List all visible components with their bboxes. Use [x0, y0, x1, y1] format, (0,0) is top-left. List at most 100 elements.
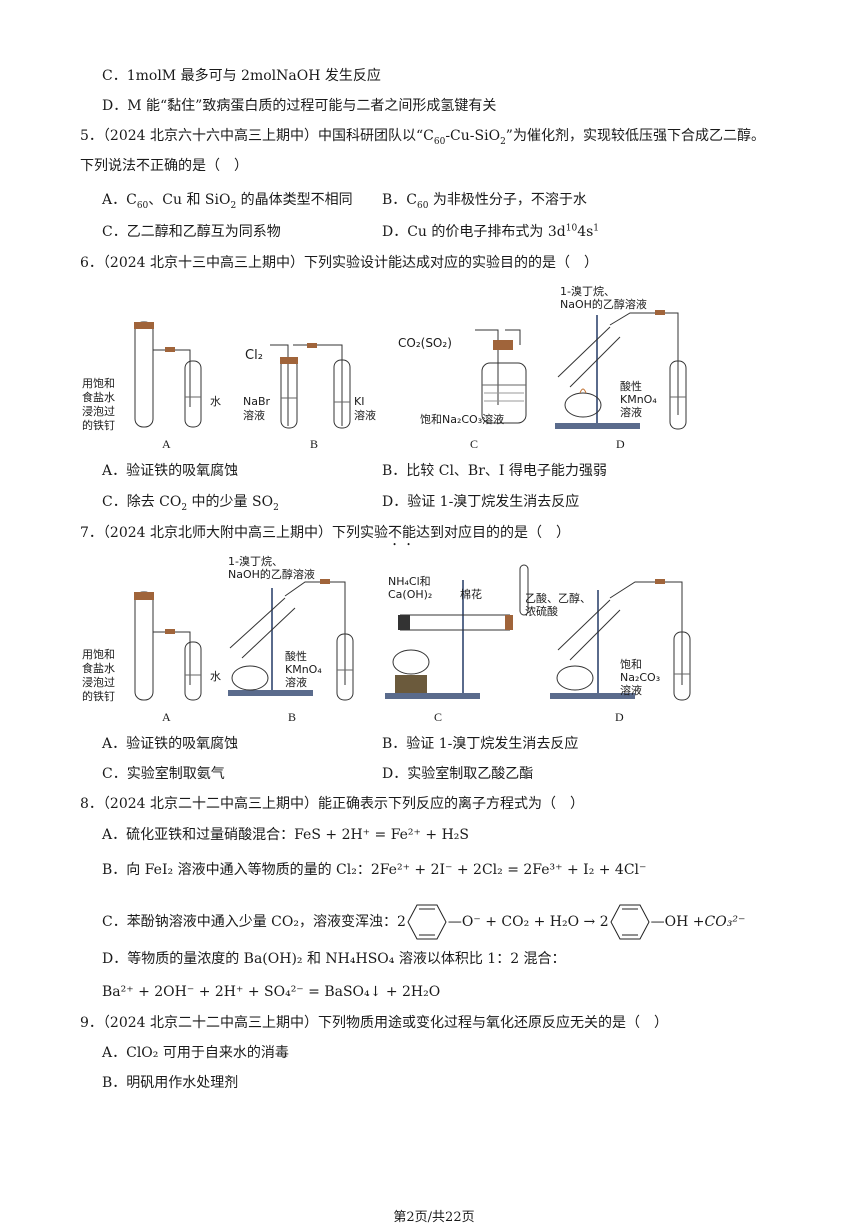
text: KMnO₄ — [285, 663, 322, 676]
text: 溶液 — [620, 406, 642, 419]
q5-stem: 5．（2024 北京六十六中高三上期中）中国科研团队以“C60-Cu-SiO2”… — [80, 127, 765, 147]
q9-option-a: A．ClO₂ 可用于自来水的消毒 — [102, 1045, 289, 1061]
text: 的铁钉 — [82, 690, 115, 703]
q6-a-annotation: 用饱和 食盐水 浸泡过 的铁钉 — [82, 377, 115, 433]
text: A．C — [102, 192, 137, 208]
q7-c-cotton-label: 棉花 — [460, 588, 482, 601]
text: 的晶体类型不相同 — [236, 192, 353, 208]
text: 食盐水 — [82, 662, 115, 675]
q7-stem: 7．（2024 北京北师大附中高三上期中）下列实验不能达到对应目的的是（ ） — [80, 524, 570, 549]
q5-stem-part: 5．（2024 北京六十六中高三上期中）中国科研团队以“C — [80, 128, 434, 144]
q7-a-annotation: 用饱和 食盐水 浸泡过 的铁钉 — [82, 648, 115, 704]
text: 乙酸、乙醇、 — [525, 592, 591, 605]
q8-option-c: C．苯酚钠溶液中通入少量 CO₂，溶液变浑浊：2 —O⁻ + CO₂ + H₂O… — [102, 903, 745, 941]
q6-d-beaker-label: 酸性 KMnO₄ 溶液 — [620, 380, 657, 419]
q6-option-c: C．除去 CO2 中的少量 SO2 — [102, 493, 279, 513]
q4-option-c: C．1molM 最多可与 2molNaOH 发生反应 — [102, 68, 381, 84]
q5-option-a: A．C60、Cu 和 SiO2 的晶体类型不相同 — [102, 191, 353, 211]
q7-c-reagent: NH₄Cl和 Ca(OH)₂ — [388, 575, 432, 601]
text: KMnO₄ — [620, 393, 657, 406]
text: 4s — [577, 224, 594, 240]
q6-b-right-label: KI 溶液 — [354, 395, 376, 423]
q5-stem-sub: 60 — [433, 136, 446, 147]
q7-fig-label-c: C — [434, 710, 443, 724]
page-footer: 第2页/共22页 — [393, 1210, 475, 1225]
text: C．除去 CO — [102, 494, 182, 510]
q8-option-d-line1: D．等物质的量浓度的 Ba(OH)₂ 和 NH₄HSO₄ 溶液以体积比 1：2 … — [102, 951, 566, 967]
carbonate-ion: CO₃²⁻ — [704, 914, 746, 930]
q6-c-gas: CO₂(SO₂) — [398, 336, 452, 350]
text: 溶液 — [285, 676, 307, 689]
q6-option-a: A．验证铁的吸氧腐蚀 — [102, 463, 239, 479]
q7-option-a: A．验证铁的吸氧腐蚀 — [102, 736, 239, 752]
q8-option-a: A．硫化亚铁和过量硝酸混合：FeS + 2H⁺ = Fe²⁺ + H₂S — [102, 827, 469, 843]
q6-stem: 6．（2024 北京十三中高三上期中）下列实验设计能达成对应的实验目的的是（ ） — [80, 255, 598, 271]
text: 1-溴丁烷、 — [560, 285, 615, 298]
q6-b-left-label: NaBr 溶液 — [243, 395, 270, 423]
text: D．Cu 的价电子排布式为 3d — [382, 224, 566, 240]
emphasis-text: 不能 — [388, 525, 416, 541]
q6-option-d: D．验证 1-溴丁烷发生消去反应 — [382, 494, 580, 510]
q5-option-b: B．C60 为非极性分子，不溶于水 — [382, 191, 587, 211]
text: —O⁻ + CO₂ + H₂O → 2 — [447, 914, 609, 930]
q5-option-c: C．乙二醇和乙醇互为同系物 — [102, 224, 281, 240]
text: C．苯酚钠溶液中通入少量 CO₂，溶液变浑浊：2 — [102, 914, 406, 930]
q7-b-beaker-label: 酸性 KMnO₄ 溶液 — [285, 650, 322, 689]
q6-b-gas: Cl₂ — [245, 348, 263, 363]
q6-fig-label-d: D — [616, 437, 625, 451]
text: NH₄Cl和 — [388, 575, 431, 588]
q7-option-b: B．验证 1-溴丁烷发生消去反应 — [382, 736, 579, 752]
q6-fig-label-c: C — [470, 437, 479, 451]
q5-stem-part: -Cu-SiO — [445, 128, 501, 144]
text: —OH + — [650, 914, 705, 930]
sup: 10 — [565, 223, 578, 234]
q5-stem-2: 下列说法不正确的是（ ） — [80, 158, 248, 174]
q6-a-water: 水 — [210, 395, 221, 408]
q5-stem-sub: 2 — [500, 136, 506, 147]
q6-fig-label-b: B — [310, 437, 319, 451]
q7-option-c: C．实验室制取氨气 — [102, 766, 225, 782]
text: KI — [354, 395, 365, 408]
text: 浸泡过 — [82, 405, 115, 418]
q4-option-d: D．M 能“黏住”致病蛋白质的过程可能与二者之间形成氢键有关 — [102, 98, 497, 114]
text: Ca(OH)₂ — [388, 588, 433, 601]
benzene-ring-icon — [407, 904, 447, 940]
text: 酸性 — [285, 650, 307, 663]
text: Na₂CO₃ — [620, 671, 661, 684]
benzene-ring-icon — [610, 904, 650, 940]
q7-d-reagent: 乙酸、乙醇、 浓硫酸 — [525, 592, 591, 618]
sub: 60 — [417, 200, 429, 211]
sub: 2 — [273, 502, 279, 513]
text: 溶液 — [620, 684, 642, 697]
sub: 2 — [230, 200, 237, 211]
text: NaOH的乙醇溶液 — [560, 298, 647, 311]
q7-fig-label-a: A — [162, 710, 171, 724]
text: 浸泡过 — [82, 676, 115, 689]
text: 1-溴丁烷、 — [228, 555, 283, 568]
text: 的铁钉 — [82, 419, 115, 432]
q7-fig-label-b: B — [288, 710, 297, 724]
q6-option-b: B．比较 Cl、Br、I 得电子能力强弱 — [382, 463, 607, 479]
q9-stem: 9．（2024 北京二十二中高三上期中）下列物质用途或变化过程与氧化还原反应无关… — [80, 1015, 668, 1031]
sup: 1 — [593, 223, 600, 234]
q5-stem-part: ”为催化剂，实现较低压强下合成乙二醇。 — [505, 128, 765, 144]
text: 食盐水 — [82, 391, 115, 404]
sub: 60 — [136, 200, 149, 211]
text: 酸性 — [620, 380, 642, 393]
text: 饱和 — [620, 658, 642, 671]
q8-option-b: B．向 FeI₂ 溶液中通入等物质的量的 Cl₂：2Fe²⁺ + 2I⁻ + 2… — [102, 862, 647, 878]
q7-apparatus-diagram — [134, 564, 691, 701]
q7-option-d: D．实验室制取乙酸乙酯 — [382, 766, 534, 782]
q6-c-bottle-label: 饱和Na₂CO₃溶液 — [420, 413, 505, 426]
text: 用饱和 — [82, 648, 115, 661]
q7-a-water: 水 — [210, 670, 221, 683]
text: NaBr — [243, 395, 271, 408]
q6-apparatus-diagram — [134, 310, 687, 430]
q6-figure: 用饱和 食盐水 浸泡过 的铁钉 水 A Cl₂ NaBr 溶液 KI 溶液 B … — [80, 285, 740, 455]
text: 溶液 — [354, 409, 376, 422]
q6-d-reagent: 1-溴丁烷、 NaOH的乙醇溶液 — [560, 285, 647, 311]
text: 溶液 — [243, 409, 265, 422]
text: 用饱和 — [82, 377, 115, 390]
text: NaOH的乙醇溶液 — [228, 568, 315, 581]
q7-d-beaker-label: 饱和 Na₂CO₃ 溶液 — [620, 658, 660, 697]
